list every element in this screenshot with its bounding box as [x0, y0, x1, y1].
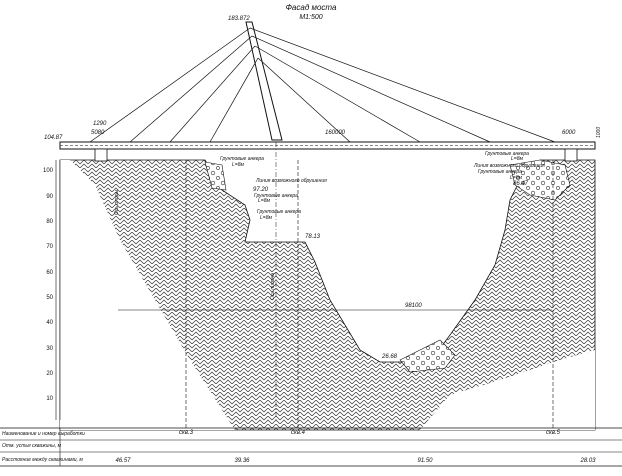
table-row3-label: Расстояние между скважинами, м [2, 457, 83, 463]
scale-tick-20: 20 [46, 371, 53, 377]
scale-tick-10: 10 [46, 396, 53, 402]
mid-mark-3: 86.47 [513, 181, 529, 187]
borehole-label-3: скв.5 [546, 430, 561, 436]
scale-tick-100: 100 [43, 168, 54, 174]
anchor-label-right2: Грунтовые анкера [478, 169, 522, 175]
borehole-table: Наименование и номер выработки Отм. усть… [0, 427, 622, 467]
distance-1: 46.57 [115, 458, 131, 464]
rock-zone-right [509, 159, 571, 201]
left-span-sub-mark: 5080 [91, 130, 105, 136]
anchor-label-2-len: L=8м [258, 198, 270, 204]
canyon-void [60, 160, 235, 430]
rock-zone-bottom [399, 339, 456, 373]
mid-mark-2: 78.13 [305, 234, 321, 240]
borehole-lines [185, 160, 554, 428]
anchor-label-1: Грунтовые анкера [220, 156, 264, 162]
scale-tick-60: 60 [46, 270, 53, 276]
drawing-scale: М1:500 [299, 14, 322, 21]
drawing-title: Фасад моста [286, 3, 337, 12]
anchor-label-right-len: L=8м [511, 156, 523, 162]
collapse-line-right: Линия возможного обрушения [473, 163, 545, 169]
right-span-mark: 6000 [562, 130, 576, 136]
scale-tick-80: 80 [46, 219, 53, 225]
rock-zone-left [204, 161, 227, 191]
canyon-void-right [420, 350, 595, 430]
anchor-label-2: Грунтовые анкера [254, 193, 298, 199]
deck-end-right-mark: 1000 [596, 127, 602, 138]
collapse-line-left: Линия возможного обрушения [255, 178, 327, 184]
pylon-top-mark: 183.872 [228, 16, 250, 22]
support-axis-label: Ось опоры [114, 189, 120, 215]
left-support [94, 148, 108, 162]
left-span-mark: 1290 [93, 121, 107, 127]
bottom-mark: 26.68 [381, 354, 398, 360]
pylon-axis-label: Ось пилона [270, 273, 276, 300]
stay-cables [89, 27, 556, 143]
right-support [564, 148, 578, 162]
scale-tick-70: 70 [46, 244, 53, 250]
distance-3: 91.50 [417, 458, 433, 464]
anchor-label-1-len: L=8м [232, 162, 244, 168]
scale-tick-40: 40 [46, 320, 53, 326]
table-row2-label: Отм. устья скважины, м [2, 443, 62, 449]
table-row1-label: Наименование и номер выработки [2, 431, 85, 437]
scale-tick-90: 90 [46, 194, 53, 200]
gap-width-mark: 98100 [405, 303, 422, 309]
anchor-label-3-len: L=8м [260, 215, 272, 221]
pylon [245, 21, 283, 141]
scale-tick-50: 50 [46, 295, 53, 301]
main-span-mark: 160000 [325, 130, 346, 136]
anchor-label-right: Грунтовые анкера [485, 151, 529, 157]
borehole-label-1: скв.3 [179, 430, 194, 436]
anchor-label-3: Грунтовые анкера [257, 209, 301, 215]
scale-tick-30: 30 [46, 346, 53, 352]
distance-2: 39.36 [234, 458, 250, 464]
vertical-scale: 100 90 80 70 60 50 40 30 20 10 [43, 160, 61, 420]
borehole-label-2: скв.4 [291, 430, 306, 436]
mid-mark-1: 97.20 [253, 187, 269, 193]
left-abutment-mark: 104.87 [44, 135, 63, 141]
anchor-label-right2-len: L=8м [510, 175, 522, 181]
distance-4: 28.03 [579, 458, 596, 464]
